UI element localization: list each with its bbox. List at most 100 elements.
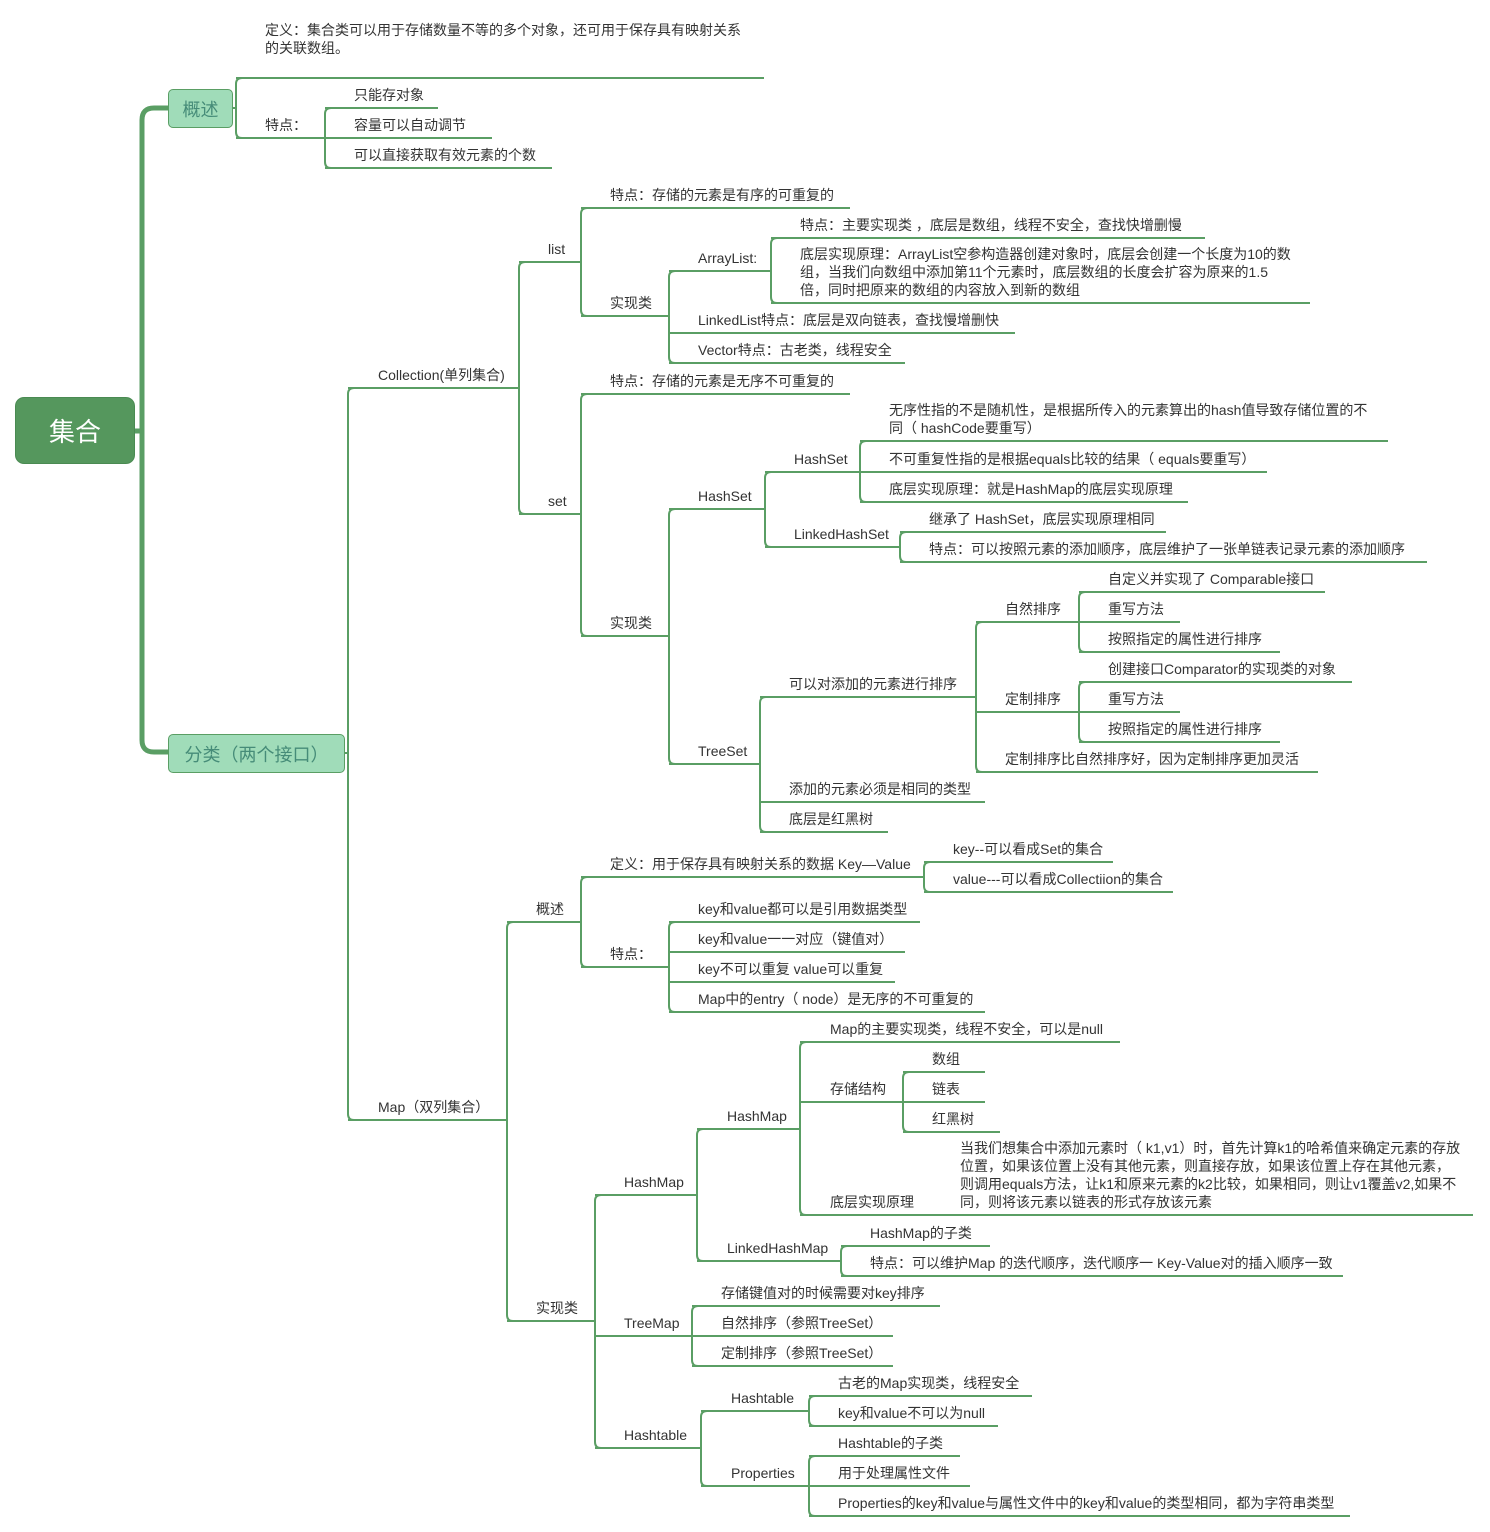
branch-connector xyxy=(899,531,907,563)
hashset-group-node: HashSet xyxy=(698,488,752,504)
branch-connector xyxy=(235,77,243,139)
map-overview-node: 概述 xyxy=(536,901,564,917)
map-feature-item: key不可以重复 value可以重复 xyxy=(698,961,884,977)
map-feature-item: Map中的entry（ node）是无序的不可重复的 xyxy=(698,991,974,1007)
branch-connector xyxy=(923,861,931,893)
hashset-disorder-line: 无序性指的不是随机性，是根据所传入的元素算出的hash值导致存储位置的不 xyxy=(889,402,1368,418)
overview-features-label: 特点： xyxy=(265,117,307,133)
list-feature: 特点：存储的元素是有序的可重复的 xyxy=(610,187,834,203)
branch-connector xyxy=(700,1410,708,1487)
linkedhashset-node: LinkedHashSet xyxy=(794,526,889,542)
properties-item: 用于处理属性文件 xyxy=(838,1465,950,1481)
map-definition-item: value---可以看成Collectiion的集合 xyxy=(953,871,1164,887)
branch-connector xyxy=(506,921,514,1322)
branch-connector xyxy=(764,471,772,548)
custom-sort-node: 定制排序 xyxy=(1005,691,1061,707)
branch-connector xyxy=(696,1128,704,1262)
properties-item: Properties的key和value与属性文件中的key和value的类型相… xyxy=(838,1495,1335,1511)
overview-feature-item: 可以直接获取有效元素的个数 xyxy=(354,147,536,163)
topic-classification: 分类（两个接口） xyxy=(168,734,345,773)
set-node: set xyxy=(548,493,567,509)
linkedlist-node: LinkedList特点：底层是双向链表，查找慢增删快 xyxy=(698,312,1000,328)
treeset-node: TreeSet xyxy=(698,743,748,759)
branch-connector xyxy=(799,1041,807,1216)
overview-definition-line: 定义：集合类可以用于存储数量不等的多个对象，还可用于保存具有映射关系 xyxy=(265,22,741,38)
hashmap-main: Map的主要实现类，线程不安全，可以是null xyxy=(830,1021,1104,1037)
branch-connector xyxy=(1078,681,1086,743)
custom-sort-item: 按照指定的属性进行排序 xyxy=(1108,721,1262,737)
branch-connector xyxy=(668,508,676,765)
map-impl-node: 实现类 xyxy=(536,1300,578,1316)
linkedhashset-feature: 特点：可以按照元素的添加顺序，底层维护了一张单链表记录元素的添加顺序 xyxy=(929,541,1405,557)
set-impl-node: 实现类 xyxy=(610,615,652,631)
hashset-disorder-line: 同（ hashCode要重写） xyxy=(889,420,1041,436)
storage-item: 链表 xyxy=(932,1081,960,1097)
arraylist-principle-line: 倍，同时把原来的数组的内容放入到新的数组 xyxy=(800,282,1080,298)
set-feature: 特点：存储的元素是无序不可重复的 xyxy=(610,373,834,389)
hashtable-item: key和value不可以为null xyxy=(838,1405,986,1421)
hashmap-storage-node: 存储结构 xyxy=(830,1081,886,1097)
branch-connector xyxy=(808,1455,816,1517)
hashset-node: HashSet xyxy=(794,451,848,467)
storage-item: 数组 xyxy=(932,1051,960,1067)
list-node: list xyxy=(548,241,566,257)
hashmap-principle-line: 同，则将该元素以链表的形式存放该元素 xyxy=(960,1194,1212,1210)
topic-overview: 概述 xyxy=(168,89,233,128)
natural-sort-item: 按照指定的属性进行排序 xyxy=(1108,631,1262,647)
branch-connector xyxy=(975,621,983,773)
map-definition-item: key--可以看成Set的集合 xyxy=(953,841,1104,857)
branch-connector xyxy=(902,1071,910,1133)
branch-connector xyxy=(324,107,332,169)
hashtable-group-node: Hashtable xyxy=(624,1427,688,1443)
branch-connector xyxy=(594,1194,602,1449)
map-feature-item: key和value都可以是引用数据类型 xyxy=(698,901,908,917)
root-topic: 集合 xyxy=(16,398,134,463)
hashmap-principle-line: 位置，如果该位置上没有其他元素，则直接存放，如果该位置上存在其他元素， xyxy=(960,1158,1450,1174)
hashmap-principle-line: 当我们想集合中添加元素时（ k1,v1）时，首先计算k1的哈希值来确定元素的存放 xyxy=(960,1140,1461,1156)
natural-sort-item: 自定义并实现了 Comparable接口 xyxy=(1108,571,1315,587)
treemap-node: TreeMap xyxy=(624,1315,680,1331)
hashset-principle: 底层实现原理：就是HashMap的底层实现原理 xyxy=(889,481,1173,497)
hashmap-group-node: HashMap xyxy=(624,1174,684,1190)
branch-connector xyxy=(668,270,676,364)
hashtable-item: 古老的Map实现类，线程安全 xyxy=(838,1375,1020,1391)
collection-node: Collection(单列集合) xyxy=(378,367,505,383)
branch-connector xyxy=(580,393,588,637)
linkedhashmap-item: 特点：可以维护Map 的迭代顺序，迭代顺序一 Key-Value对的插入顺序一致 xyxy=(870,1255,1333,1271)
branch-connector xyxy=(840,1245,848,1277)
overview-definition-line: 的关联数组。 xyxy=(265,40,349,56)
branch-connector xyxy=(580,207,588,317)
hashset-no-duplicate: 不可重复性指的是根据equals比较的结果（ equals要重写） xyxy=(889,451,1256,467)
treemap-item: 定制排序（参照TreeSet） xyxy=(721,1345,883,1361)
branch-connector xyxy=(518,261,526,515)
branch-connector xyxy=(580,876,588,968)
branch-connector xyxy=(808,1395,816,1427)
main-trunk-connector xyxy=(134,105,168,755)
sort-comparison: 定制排序比自然排序好，因为定制排序更加灵活 xyxy=(1005,751,1299,767)
hashmap-principle-line: 则调用equals方法，让k1和原来元素的k2比较，如果相同，则让v1覆盖v2,… xyxy=(960,1176,1457,1192)
hashtable-node: Hashtable xyxy=(731,1390,795,1406)
branch-connector xyxy=(759,696,767,833)
arraylist-feature: 特点：主要实现类 ，底层是数组，线程不安全，查找快增删慢 xyxy=(800,217,1182,233)
map-feature-item: key和value一一对应（键值对） xyxy=(698,931,894,947)
treemap-item: 存储键值对的时候需要对key排序 xyxy=(721,1285,925,1301)
arraylist-principle-line: 底层实现原理：ArrayList空参构造器创建对象时，底层会创建一个长度为10的… xyxy=(800,246,1291,262)
linkedhashmap-item: HashMap的子类 xyxy=(870,1225,972,1241)
treemap-item: 自然排序（参照TreeSet） xyxy=(721,1315,883,1331)
branch-connector xyxy=(770,237,778,304)
branch-connector xyxy=(859,440,867,503)
storage-item: 红黑树 xyxy=(932,1111,974,1127)
hashmap-node: HashMap xyxy=(727,1108,787,1124)
arraylist-principle-line: 组，当我们向数组中添加第11个元素时，底层数组的长度会扩容为原来的1.5 xyxy=(800,264,1268,280)
map-features-label: 特点： xyxy=(610,946,652,962)
branch-connector xyxy=(691,1305,699,1367)
natural-sort-node: 自然排序 xyxy=(1005,601,1061,617)
properties-item: Hashtable的子类 xyxy=(838,1435,944,1451)
vector-node: Vector特点：古老类，线程安全 xyxy=(698,342,892,358)
properties-node: Properties xyxy=(731,1465,795,1481)
treeset-sortable: 可以对添加的元素进行排序 xyxy=(789,676,957,692)
treeset-same-type: 添加的元素必须是相同的类型 xyxy=(789,781,971,797)
map-definition: 定义：用于保存具有映射关系的数据 Key—Value xyxy=(610,856,911,872)
linkedhashset-inherit: 继承了 HashSet，底层实现原理相同 xyxy=(929,511,1155,527)
